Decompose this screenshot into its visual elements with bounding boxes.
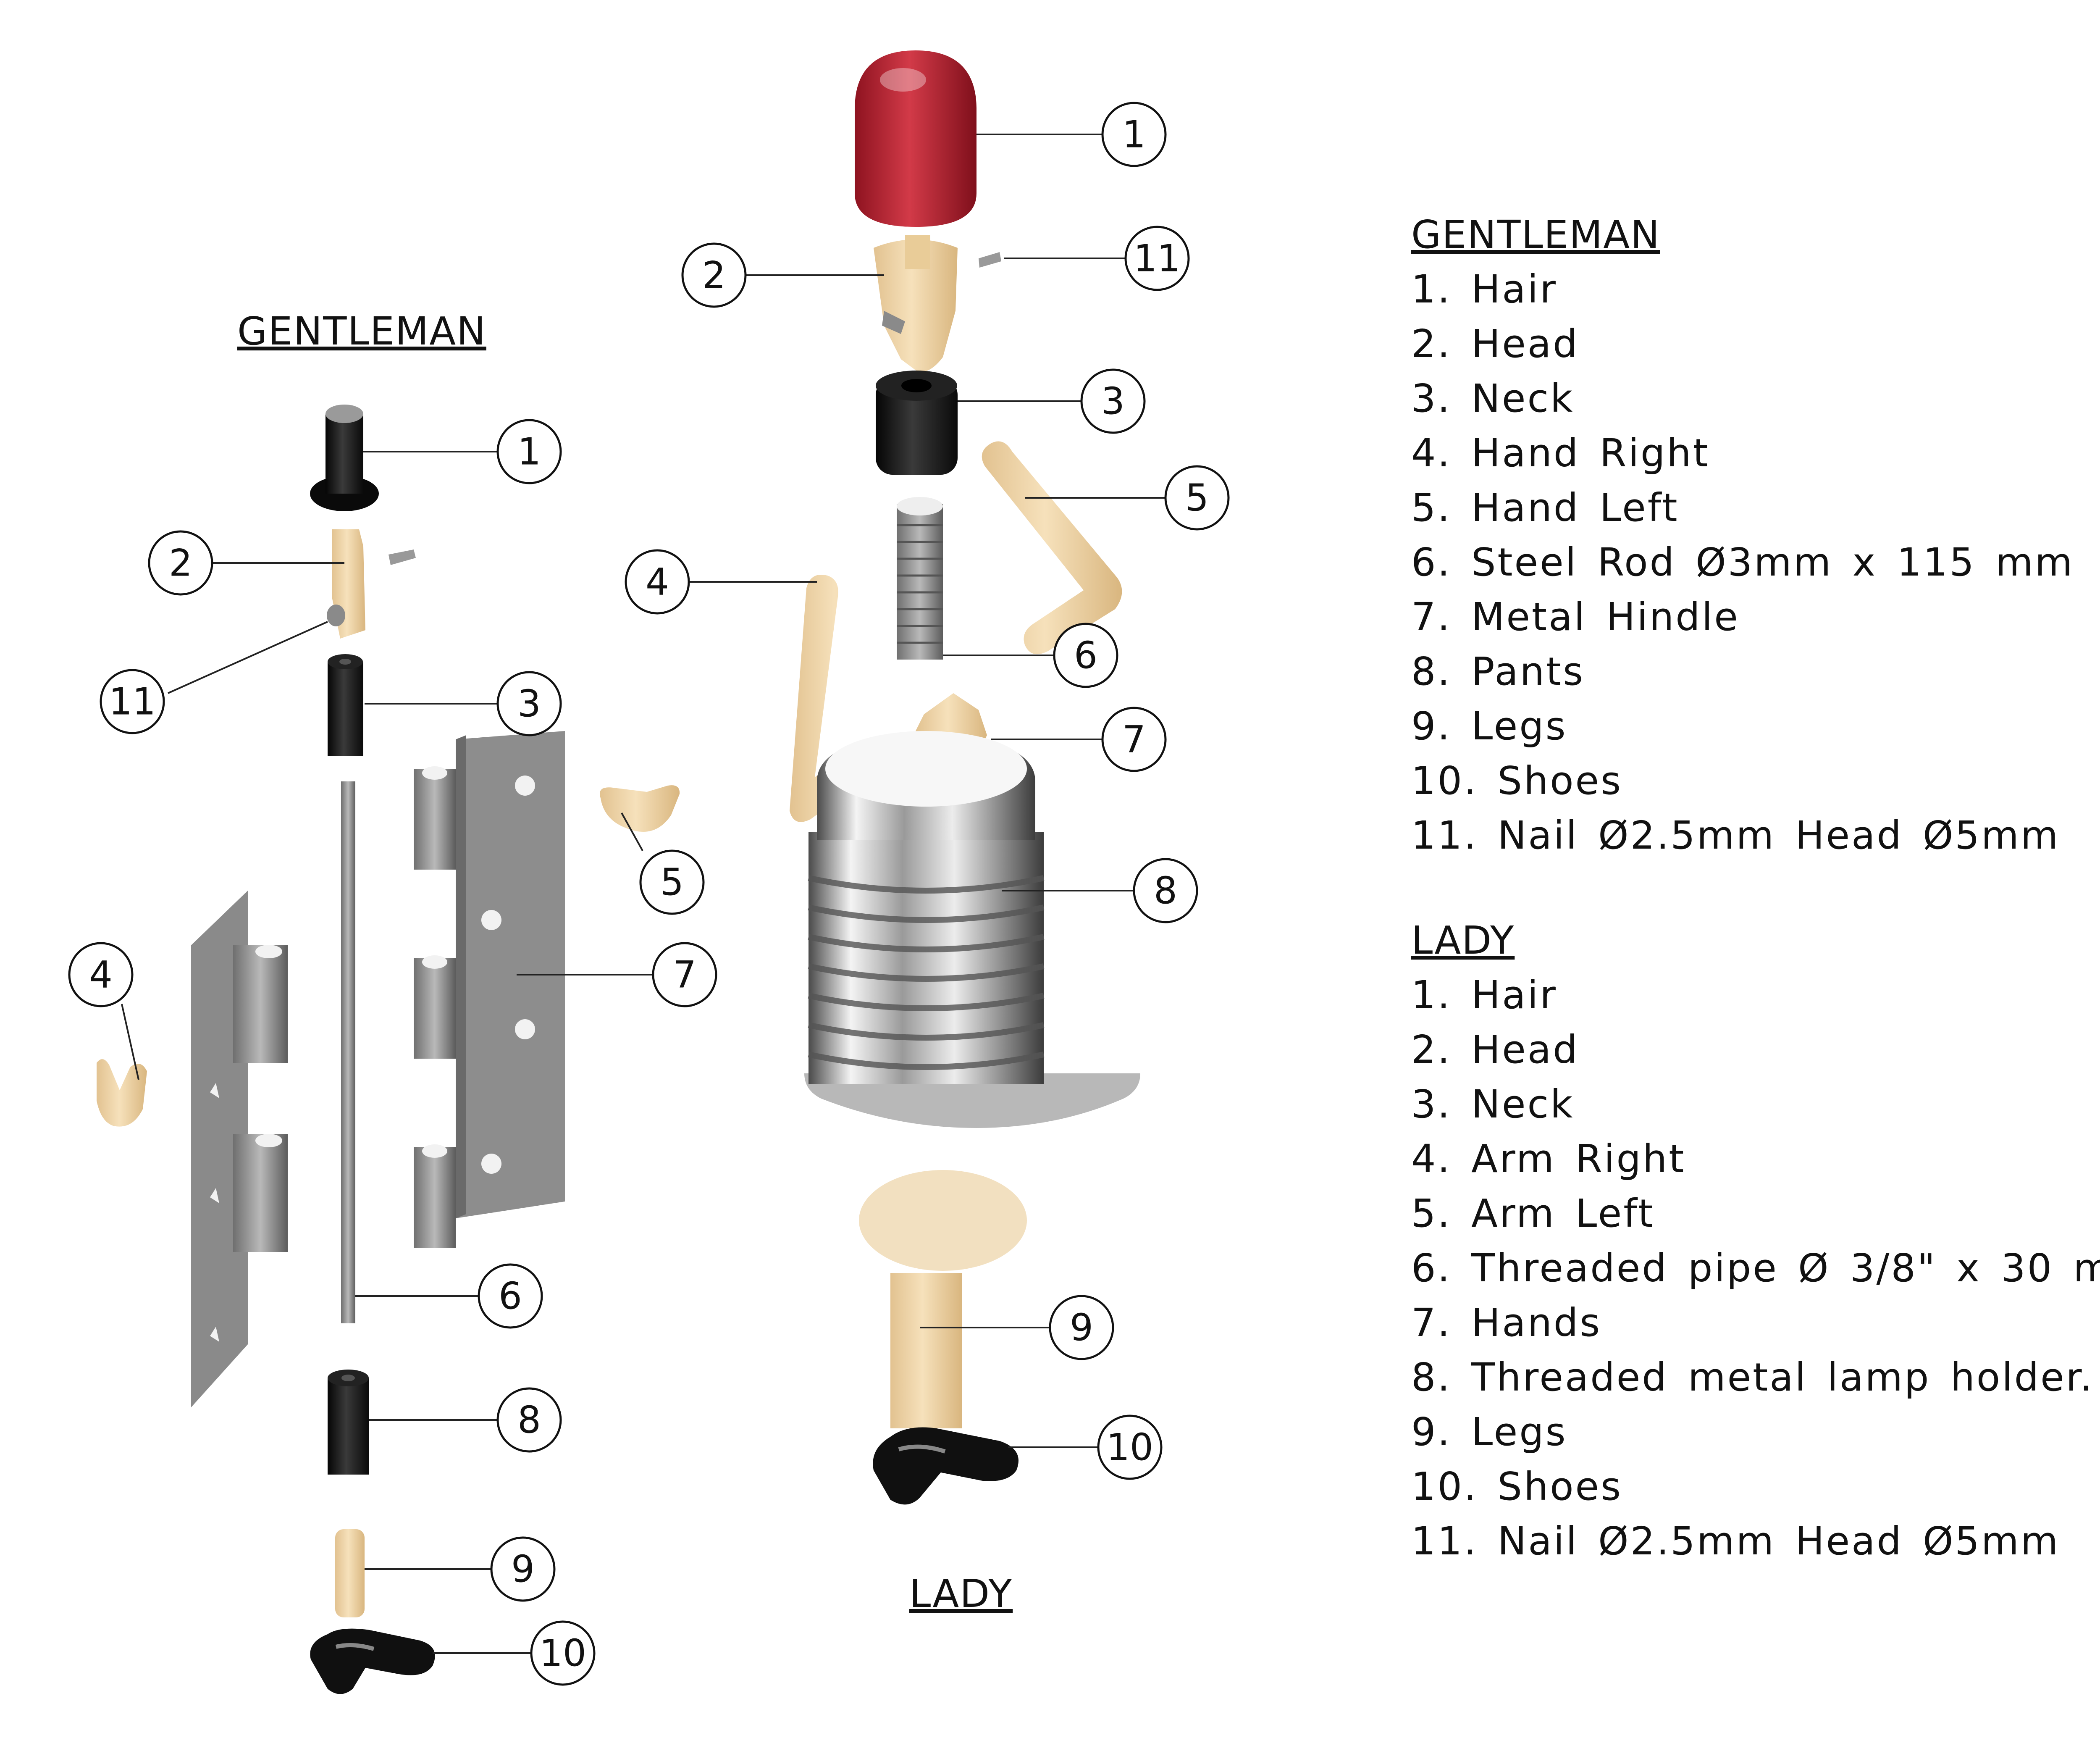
legend-gentleman-item: 5. Hand Left (1411, 485, 1679, 530)
legend-lady-item: 1. Hair (1411, 973, 1557, 1017)
svg-text:7: 7 (673, 953, 696, 996)
gentleman-leader-lines (121, 451, 653, 1654)
lady-callout-9: 9 (1049, 1295, 1114, 1360)
gentleman-hair (310, 405, 379, 511)
lady-callout-3: 3 (1080, 368, 1146, 434)
legend-gentleman-item: 10. Shoes (1411, 758, 1622, 803)
legend-lady: LADY 1. Hair 2. Head 3. Neck 4. Arm Righ… (1411, 918, 2100, 1564)
legend-gentleman-item: 7. Metal Hindle (1411, 594, 1740, 639)
legend-gentleman-heading: GENTLEMAN (1411, 212, 1660, 257)
lady-callout-8: 8 (1133, 858, 1198, 923)
svg-text:8: 8 (1154, 869, 1177, 912)
lady-callout-6: 6 (1053, 623, 1118, 688)
svg-text:6: 6 (499, 1275, 522, 1318)
gentleman-neck (328, 654, 363, 756)
gentleman-nail (388, 549, 416, 565)
legend-gentleman-item: 2. Head (1411, 321, 1579, 366)
gentleman-hand-left (600, 785, 680, 832)
legend-lady-item: 6. Threaded pipe Ø 3/8" x 30 mm (1411, 1246, 2100, 1291)
svg-text:2: 2 (702, 254, 726, 297)
gentleman-callout-2: 2 (148, 530, 213, 596)
gentleman-title: GENTLEMAN (237, 309, 486, 354)
gentleman-callout-5: 5 (639, 849, 705, 915)
legend-lady-item: 7. Hands (1411, 1300, 1601, 1345)
svg-text:1: 1 (1122, 113, 1146, 156)
svg-text:3: 3 (517, 682, 541, 726)
gentleman-callout-10: 10 (530, 1620, 596, 1686)
svg-text:1: 1 (517, 430, 541, 473)
lady-leader-lines (685, 134, 1166, 1448)
lady-legs (859, 1170, 1027, 1428)
svg-text:8: 8 (517, 1399, 541, 1442)
svg-text:10: 10 (539, 1632, 586, 1675)
gentleman-hinge-right (414, 731, 565, 1248)
lady-head (874, 235, 958, 372)
svg-text:11: 11 (1134, 237, 1181, 280)
svg-text:5: 5 (1185, 476, 1209, 520)
svg-text:4: 4 (89, 953, 113, 996)
svg-text:6: 6 (1074, 634, 1097, 677)
gentleman-hinge-left (191, 891, 288, 1407)
lady-nail (979, 252, 1001, 268)
legend-gentleman-item: 8. Pants (1411, 649, 1585, 694)
lady-callout-10: 10 (1097, 1414, 1163, 1480)
gentleman-head (327, 529, 365, 639)
lady-callout-11: 11 (1124, 226, 1190, 291)
legend-lady-item: 2. Head (1411, 1027, 1579, 1072)
legend-lady-item: 9. Legs (1411, 1409, 1567, 1454)
lady-arm-left (982, 441, 1122, 655)
gentleman-callout-4: 4 (68, 942, 134, 1007)
gentleman-callout-11: 11 (100, 669, 165, 734)
lady-callout-2: 2 (681, 242, 747, 308)
svg-text:9: 9 (511, 1548, 535, 1591)
gentleman-shoes (310, 1628, 435, 1694)
legend-lady-item: 3. Neck (1411, 1082, 1574, 1127)
legend-lady-item: 4. Arm Right (1411, 1136, 1685, 1181)
lady-callout-4: 4 (625, 549, 690, 615)
gentleman-legs (335, 1529, 365, 1617)
legend-gentleman-item: 11. Nail Ø2.5mm Head Ø5mm (1411, 813, 2060, 858)
lady-threaded-pipe (897, 497, 943, 660)
legend-gentleman: GENTLEMAN 1. Hair 2. Head 3. Neck 4. Han… (1411, 212, 2074, 858)
svg-text:4: 4 (646, 560, 669, 604)
legend-lady-heading: LADY (1411, 918, 1515, 963)
legend-gentleman-item: 6. Steel Rod Ø3mm x 115 mm (1411, 540, 2074, 585)
gentleman-callout-3: 3 (496, 671, 562, 736)
lady-title: LADY (909, 1571, 1013, 1616)
lady-callout-1: 1 (1101, 102, 1167, 167)
svg-text:10: 10 (1106, 1426, 1153, 1469)
gentleman-steel-rod (341, 781, 355, 1323)
lady-lamp-holder (804, 731, 1140, 1128)
legend-gentleman-item: 4. Hand Right (1411, 431, 1710, 476)
legend-lady-item: 10. Shoes (1411, 1464, 1622, 1509)
gentleman-callout-6: 6 (478, 1263, 543, 1329)
svg-text:3: 3 (1101, 380, 1125, 423)
legend-lady-item: 8. Threaded metal lamp holder. (1411, 1355, 2094, 1400)
lady-callout-5: 5 (1164, 465, 1230, 531)
legend-gentleman-item: 3. Neck (1411, 376, 1574, 421)
svg-text:5: 5 (660, 861, 684, 904)
lady-hair (855, 50, 976, 227)
gentleman-pants (328, 1370, 369, 1475)
gentleman-callout-1: 1 (496, 419, 562, 484)
lady-callout-7: 7 (1101, 707, 1167, 772)
svg-text:7: 7 (1122, 718, 1146, 761)
svg-text:11: 11 (109, 680, 156, 723)
legend-gentleman-item: 9. Legs (1411, 704, 1567, 749)
legend-lady-item: 5. Arm Left (1411, 1191, 1655, 1236)
lady-shoes (873, 1427, 1018, 1505)
gentleman-callout-9: 9 (490, 1536, 556, 1602)
legend-lady-item: 11. Nail Ø2.5mm Head Ø5mm (1411, 1519, 2060, 1564)
svg-text:9: 9 (1070, 1306, 1093, 1349)
gentleman-callout-8: 8 (496, 1387, 562, 1453)
svg-text:2: 2 (169, 542, 192, 585)
lady-neck (876, 371, 958, 475)
legend-gentleman-item: 1. Hair (1411, 267, 1557, 312)
gentleman-hand-right (97, 1059, 147, 1127)
gentleman-callout-7: 7 (652, 942, 717, 1007)
